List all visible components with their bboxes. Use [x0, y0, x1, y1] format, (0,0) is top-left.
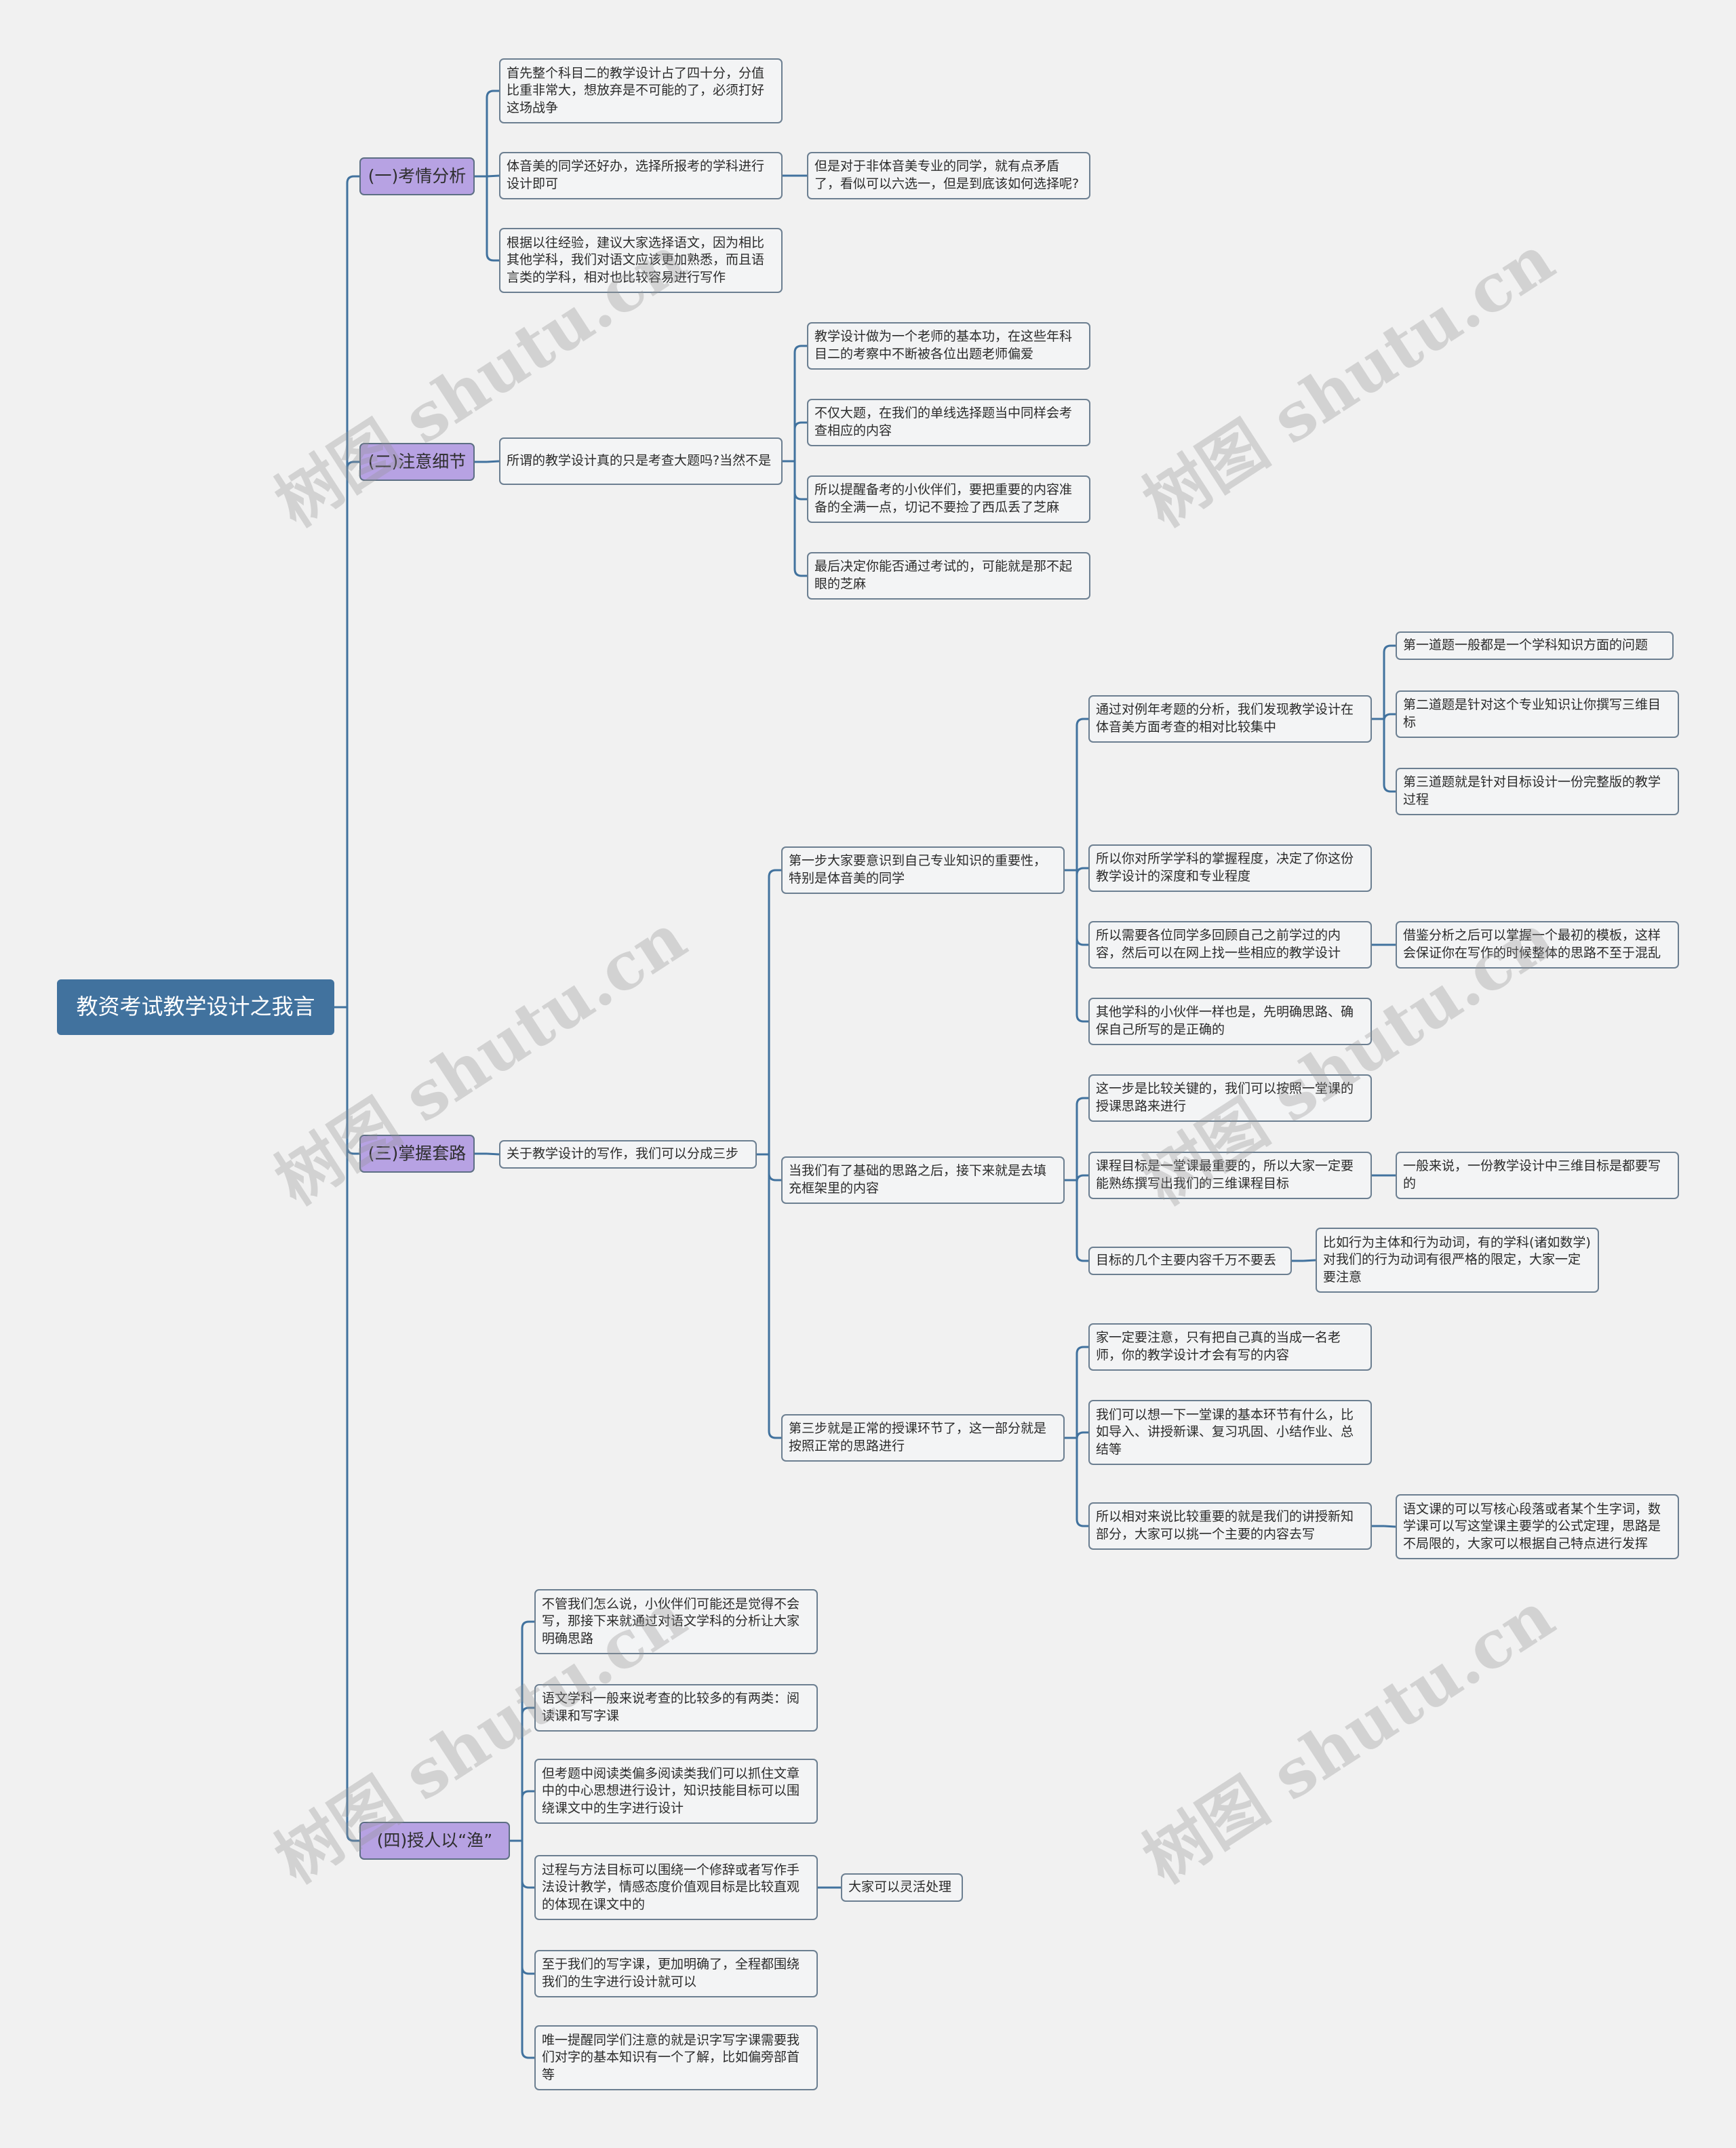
- connector-line: [1076, 1438, 1088, 1527]
- branch-teach-fishing[interactable]: (四)授人以“渔”: [359, 1822, 510, 1860]
- topic-node[interactable]: 第三步就是正常的授课环节了，这一部分就是按照正常的思路进行: [781, 1414, 1065, 1462]
- connector-line: [1303, 1259, 1316, 1262]
- topic-node[interactable]: 但是对于非体音美专业的同学，就有点矛盾了，看似可以六选一，但是到底该如何选择呢?: [807, 152, 1090, 199]
- connector-line: [1076, 1431, 1088, 1440]
- connector-line: [521, 1620, 534, 1841]
- connector-line: [521, 1706, 534, 1841]
- connector-line: [1076, 1174, 1088, 1183]
- connector-line: [793, 461, 807, 577]
- connector-line: [768, 1154, 781, 1182]
- branch-master-routine[interactable]: (三)掌握套路: [359, 1135, 475, 1173]
- connector-line: [1076, 867, 1088, 876]
- connector-line: [1383, 713, 1396, 722]
- connector-line: [346, 1007, 359, 1155]
- topic-node[interactable]: 所以需要各位同学多回顾自己之前学过的内容，然后可以在网上找一些相应的教学设计: [1088, 921, 1372, 969]
- connector-line: [486, 460, 500, 463]
- connector-line: [1383, 644, 1396, 719]
- topic-node[interactable]: 第二道题是针对这个专业知识让你撰写三维目标: [1396, 690, 1679, 738]
- topic-node[interactable]: 所以相对来说比较重要的就是我们的讲授新知部分，大家可以挑一个主要的内容去写: [1088, 1502, 1372, 1550]
- connector-line: [486, 176, 499, 262]
- connector-line: [793, 421, 807, 461]
- connector-line: [793, 345, 807, 461]
- branch-attention-details[interactable]: (二)注意细节: [359, 443, 475, 481]
- connector-line: [346, 461, 359, 1007]
- connector-line: [768, 1154, 781, 1439]
- connector-line: [768, 869, 781, 1154]
- topic-node[interactable]: 当我们有了基础的思路之后，接下来就是去填充框架里的内容: [781, 1156, 1065, 1204]
- connector-line: [486, 90, 499, 176]
- topic-node[interactable]: 唯一提醒同学们注意的就是识字写字课需要我们对字的基本知识有一个了解，比如偏旁部首…: [534, 2025, 818, 2090]
- topic-node[interactable]: 通过对例年考题的分析，我们发现教学设计在体音美方面考查的相对比较集中: [1088, 695, 1372, 743]
- connector-line: [346, 175, 359, 1007]
- topic-node[interactable]: 语文课的可以写核心段落或者某个生字词，数学课可以写这堂课主要学的公式定理，思路是…: [1396, 1494, 1679, 1559]
- connector-line: [1076, 1097, 1088, 1180]
- topic-node[interactable]: 家一定要注意，只有把自己真的当成一名老师，你的教学设计才会有写的内容: [1088, 1323, 1372, 1371]
- topic-node[interactable]: 不管我们怎么说，小伙伴们可能还是觉得不会写，那接下来就通过对语文学科的分析让大家…: [534, 1589, 818, 1654]
- topic-node[interactable]: 语文学科一般来说考查的比较多的有两类：阅读课和写字课: [534, 1684, 818, 1732]
- topic-node[interactable]: 首先整个科目二的教学设计占了四十分，分值比重非常大，想放弃是不可能的了，必须打好…: [499, 58, 783, 123]
- connector-line: [521, 1841, 534, 1889]
- connector-line: [1383, 719, 1396, 793]
- topic-node[interactable]: 根据以往经验，建议大家选择语文，因为相比其他学科，我们对语文应该更加熟悉，而且语…: [499, 228, 783, 293]
- connector-line: [1076, 1346, 1088, 1438]
- connector-line: [521, 1841, 534, 1975]
- topic-node[interactable]: 体音美的同学还好办，选择所报考的学科进行设计即可: [499, 152, 783, 199]
- topic-node[interactable]: 至于我们的写字课，更加明确了，全程都围绕我们的生字进行设计就可以: [534, 1950, 818, 1997]
- topic-node[interactable]: 第一道题一般都是一个学科知识方面的问题: [1396, 631, 1674, 660]
- topic-node[interactable]: 所以提醒备考的小伙伴们，要把重要的内容准备的全满一点，切记不要捡了西瓜丢了芝麻: [807, 475, 1090, 523]
- connector-line: [1383, 1525, 1396, 1528]
- topic-node[interactable]: 课程目标是一堂课最重要的，所以大家一定要能熟练撰写出我们的三维课程目标: [1088, 1152, 1372, 1199]
- connector-line: [521, 1841, 534, 2059]
- topic-node[interactable]: 目标的几个主要内容千万不要丢: [1088, 1247, 1292, 1275]
- topic-node[interactable]: 比如行为主体和行为动词，有的学科(诸如数学)对我们的行为动词有很严格的限定，大家…: [1316, 1228, 1599, 1293]
- connector-line: [1076, 870, 1088, 946]
- topic-node[interactable]: 这一步是比较关键的，我们可以按照一堂课的授课思路来进行: [1088, 1074, 1372, 1122]
- topic-node[interactable]: 过程与方法目标可以围绕一个修辞或者写作手法设计教学，情感态度价值观目标是比较直观…: [534, 1855, 818, 1920]
- connector-line: [1076, 1180, 1088, 1262]
- topic-node[interactable]: 关于教学设计的写作，我们可以分成三步: [499, 1140, 757, 1169]
- topic-node[interactable]: 最后决定你能否通过考试的，可能就是那不起眼的芝麻: [807, 552, 1090, 600]
- topic-node[interactable]: 借鉴分析之后可以掌握一个最初的模板，这样会保证你在写作的时候整体的思路不至于混乱: [1396, 921, 1679, 969]
- topic-node[interactable]: 第一步大家要意识到自己专业知识的重要性，特别是体音美的同学: [781, 846, 1065, 894]
- topic-node[interactable]: 不仅大题，在我们的单线选择题当中同样会考查相应的内容: [807, 399, 1090, 446]
- connector-line: [1076, 718, 1088, 870]
- connector-line: [521, 1790, 534, 1841]
- topic-node[interactable]: 所谓的教学设计真的只是考查大题吗?当然不是: [499, 437, 783, 485]
- topic-node[interactable]: 但考题中阅读类偏多阅读类我们可以抓住文章中的中心思想进行设计，知识技能目标可以围…: [534, 1759, 818, 1824]
- topic-node[interactable]: 我们可以想一下一堂课的基本环节有什么，比如导入、讲授新课、复习巩固、小结作业、总…: [1088, 1400, 1372, 1465]
- connector-line: [346, 1007, 359, 1842]
- topic-node[interactable]: 第三道题就是针对目标设计一份完整版的教学过程: [1396, 768, 1679, 815]
- connector-line: [793, 461, 807, 501]
- connector-line: [1076, 870, 1088, 1023]
- root-node[interactable]: 教资考试教学设计之我言: [57, 979, 334, 1035]
- topic-node[interactable]: 大家可以灵活处理: [841, 1873, 963, 1902]
- topic-node[interactable]: 所以你对所学学科的掌握程度，决定了你这份教学设计的深度和专业程度: [1088, 844, 1372, 892]
- topic-node[interactable]: 教学设计做为一个老师的基本功，在这些年科目二的考察中不断被各位出题老师偏爱: [807, 322, 1090, 370]
- branch-exam-analysis[interactable]: (一)考情分析: [359, 157, 475, 195]
- topic-node[interactable]: 其他学科的小伙伴一样也是，先明确思路、确保自己所写的是正确的: [1088, 998, 1372, 1045]
- topic-node[interactable]: 一般来说，一份教学设计中三维目标是都要写的: [1396, 1152, 1679, 1199]
